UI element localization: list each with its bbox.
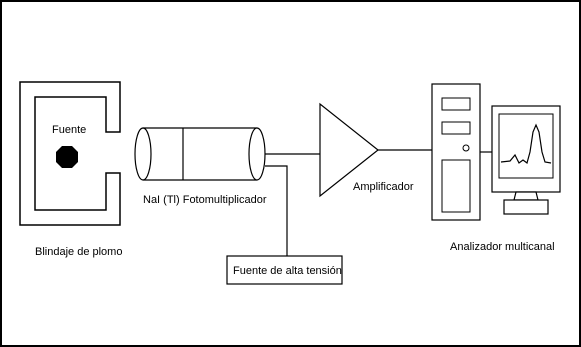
radioactive-source [56, 146, 78, 168]
detector-label: NaI (Tl) Fotomultiplicador [143, 194, 267, 206]
lead-shielding [19, 81, 121, 226]
computer-tower [431, 83, 481, 221]
amplifier-label: Amplificador [353, 181, 414, 193]
amplifier-symbol [319, 102, 379, 198]
shielding-label: Blindaje de plomo [35, 246, 122, 258]
hv-supply-box [226, 255, 343, 285]
source-label: Fuente [52, 124, 86, 136]
monitor [491, 105, 561, 215]
hv-connection-line [265, 165, 288, 243]
spectrum-curve [500, 123, 552, 165]
detector-tube [134, 127, 266, 181]
hv-supply-label: Fuente de alta tensión [233, 265, 342, 277]
analyzer-label: Analizador multicanal [450, 241, 555, 253]
